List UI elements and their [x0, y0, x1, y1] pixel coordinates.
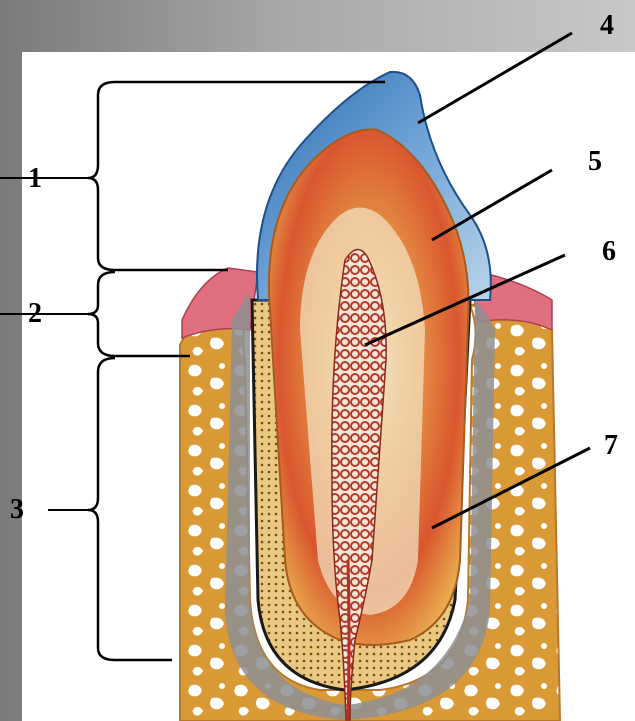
label-root: 3 [2, 496, 32, 524]
label-enamel: 4 [592, 12, 622, 40]
root-canal [348, 560, 349, 720]
label-crown: 1 [20, 165, 50, 193]
bracket-root [88, 358, 172, 660]
label-dentin: 5 [580, 148, 610, 176]
bracket-pointers [0, 178, 88, 510]
label-cementum: 7 [596, 432, 626, 460]
label-pulp: 6 [594, 238, 624, 266]
bracket-neck [88, 272, 190, 356]
label-neck: 2 [20, 300, 50, 328]
